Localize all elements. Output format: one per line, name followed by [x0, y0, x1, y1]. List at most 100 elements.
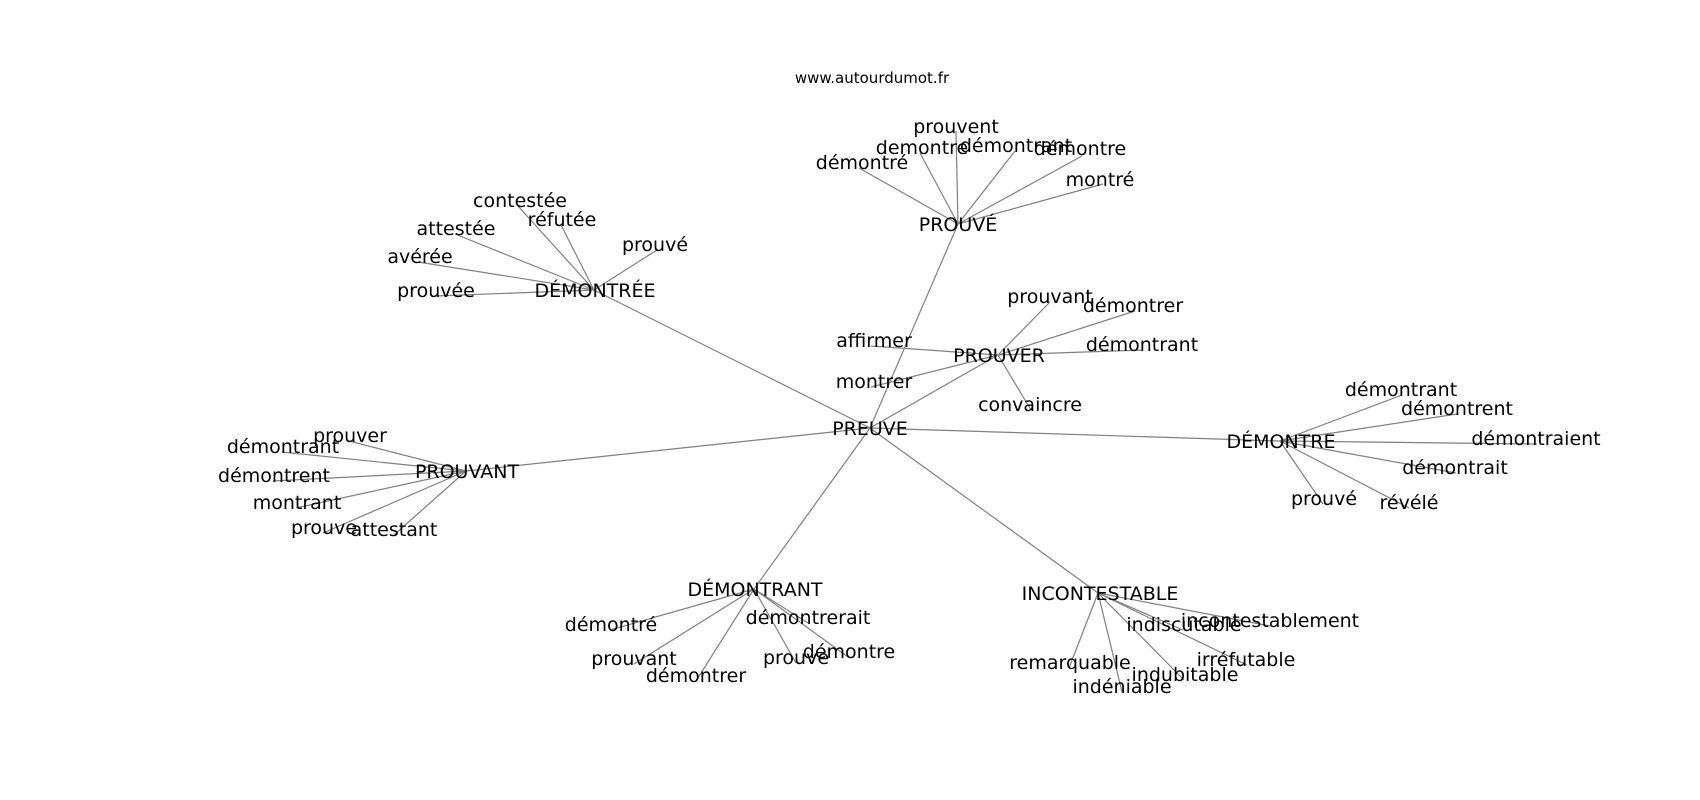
edge-root-to-hub [869, 223, 959, 429]
edge-hub-to-word [997, 310, 1136, 356]
leaf-word-node[interactable]: montrant [253, 492, 342, 514]
leaf-word-node[interactable]: démontre [803, 641, 895, 663]
graph-labels: PREUVEPROUVÉprouventdemontredémontrantdé… [218, 116, 1601, 698]
edge-root-to-hub [593, 289, 871, 429]
leaf-word-node[interactable]: démontrant [227, 436, 339, 458]
edge-hub-to-word [633, 588, 755, 665]
hub-word-node[interactable]: INCONTESTABLE [1022, 583, 1179, 605]
leaf-word-node[interactable]: prouvant [591, 648, 677, 670]
leaf-word-node[interactable]: indubitable [1132, 664, 1239, 686]
leaf-word-node[interactable]: démontré [565, 614, 657, 636]
edge-hub-to-word [1097, 592, 1123, 693]
edge-hub-to-word [919, 152, 959, 225]
leaf-word-node[interactable]: attestant [351, 519, 438, 541]
leaf-word-node[interactable]: remarquable [1009, 652, 1131, 674]
edge-hub-to-word [1097, 592, 1248, 666]
leaf-word-node[interactable]: démontrer [1083, 295, 1183, 317]
edge-hub-to-word [295, 470, 467, 509]
edge-hub-to-word [1279, 440, 1457, 474]
edge-hub-to-word [1279, 413, 1458, 442]
leaf-word-node[interactable]: démontre [1034, 138, 1126, 160]
edge-hub-to-word [322, 470, 467, 534]
root-word-node[interactable]: PREUVE [832, 418, 908, 440]
edge-hub-to-word [281, 451, 467, 472]
leaf-word-node[interactable]: avérée [387, 246, 452, 268]
source-url: www.autourdumot.fr [795, 69, 950, 87]
edge-hub-to-word [957, 183, 1104, 225]
edge-hub-to-word [1279, 440, 1538, 445]
edge-hub-to-word [753, 588, 809, 624]
edge-hub-to-word [957, 155, 1083, 225]
edge-hub-to-word [870, 354, 999, 388]
graph-edges [272, 130, 1538, 693]
leaf-word-node[interactable]: demontre [876, 137, 968, 159]
edge-hub-to-word [609, 588, 755, 631]
leaf-word-node[interactable]: prouvé [622, 234, 688, 256]
leaf-word-node[interactable]: démontraient [1471, 428, 1600, 450]
edge-hub-to-word [753, 588, 849, 658]
leaf-word-node[interactable]: démontré [816, 152, 908, 174]
leaf-word-node[interactable]: incontestablement [1181, 610, 1359, 632]
leaf-word-node[interactable]: démontrer [646, 665, 746, 687]
leaf-word-node[interactable]: montrer [836, 371, 913, 393]
edge-hub-to-word [997, 349, 1144, 356]
edge-hub-to-word [1097, 592, 1184, 631]
leaf-word-node[interactable]: prouve [291, 517, 357, 539]
hub-word-node[interactable]: DÉMONTRE [1226, 430, 1335, 453]
leaf-word-node[interactable]: montré [1066, 169, 1135, 191]
edge-hub-to-word [997, 354, 1032, 411]
leaf-word-node[interactable]: démontrent [1401, 398, 1513, 420]
leaf-word-node[interactable]: prouvée [397, 280, 475, 302]
edge-hub-to-word [695, 588, 755, 682]
edge-root-to-hub [753, 427, 871, 590]
edge-hub-to-word [434, 289, 595, 297]
leaf-word-node[interactable]: prouvé [1291, 488, 1357, 510]
leaf-word-node[interactable]: contestée [473, 190, 567, 212]
leaf-word-node[interactable]: démontrait [1402, 457, 1508, 479]
edge-hub-to-word [454, 233, 595, 291]
leaf-word-node[interactable]: indiscutable [1126, 614, 1241, 636]
leaf-word-node[interactable]: révélé [1380, 492, 1439, 514]
edge-hub-to-word [272, 470, 467, 482]
edge-hub-to-word [870, 345, 999, 356]
edge-hub-to-word [393, 470, 467, 536]
edge-root-to-hub [869, 427, 1099, 594]
hub-word-node[interactable]: PROUVANT [415, 461, 520, 483]
edge-hub-to-word [560, 224, 595, 291]
leaf-word-node[interactable]: démontrant [960, 135, 1072, 157]
edge-hub-to-word [957, 150, 1016, 225]
leaf-word-node[interactable]: prouvent [913, 116, 999, 138]
leaf-word-node[interactable]: démontrant [1345, 379, 1457, 401]
edge-root-to-hub [869, 427, 1281, 442]
edge-hub-to-word [417, 261, 595, 291]
hub-word-node[interactable]: DÉMONTRÉE [534, 279, 655, 302]
leaf-word-node[interactable]: réfutée [528, 209, 597, 231]
leaf-word-node[interactable]: irréfutable [1197, 649, 1296, 671]
edge-hub-to-word [1279, 440, 1324, 505]
edge-root-to-hub [869, 354, 999, 429]
edge-hub-to-word [1097, 592, 1271, 627]
edge-hub-to-word [997, 301, 1051, 356]
hub-word-node[interactable]: DÉMONTRANT [687, 578, 822, 601]
leaf-word-node[interactable]: prouver [313, 425, 387, 447]
leaf-word-node[interactable]: convaincre [978, 394, 1082, 416]
edge-hub-to-word [593, 249, 658, 291]
edge-hub-to-word [348, 440, 467, 472]
edge-hub-to-word [753, 588, 797, 664]
leaf-word-node[interactable]: indéniable [1072, 676, 1171, 698]
edge-hub-to-word [1068, 592, 1099, 669]
leaf-word-node[interactable]: démontrerait [746, 607, 871, 629]
edge-hub-to-word [858, 167, 959, 225]
leaf-word-node[interactable]: affirmer [836, 330, 912, 352]
edge-hub-to-word [1097, 592, 1185, 681]
edge-hub-to-word [1279, 440, 1410, 509]
hub-word-node[interactable]: PROUVÉ [919, 213, 998, 236]
leaf-word-node[interactable]: prouve [763, 647, 829, 669]
leaf-word-node[interactable]: attestée [417, 218, 496, 240]
edge-hub-to-word [517, 205, 595, 291]
leaf-word-node[interactable]: prouvant [1007, 286, 1093, 308]
leaf-word-node[interactable]: démontrent [218, 465, 330, 487]
hub-word-node[interactable]: PROUVER [953, 345, 1045, 367]
leaf-word-node[interactable]: démontrant [1086, 334, 1198, 356]
